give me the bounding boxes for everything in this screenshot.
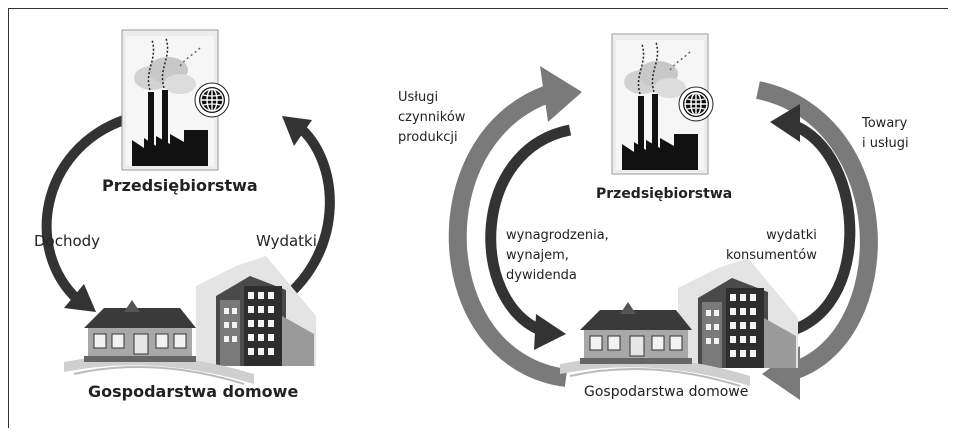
left-firms-label: Przedsiębiorstwa — [102, 176, 258, 195]
left-households-label: Gospodarstwa domowe — [88, 382, 299, 401]
left-flow-wydatki-label: Wydatki — [256, 232, 317, 250]
right-outer-left-label: Usługi czynników produkcji — [398, 90, 466, 145]
buildings-icon — [196, 256, 316, 366]
right-inner-left-label: wynagrodzenia, wynajem, dywidenda — [506, 228, 609, 283]
globe-icon — [194, 82, 230, 118]
right-inner-right-label: wydatki konsumentów — [726, 228, 817, 263]
right-firms-label: Przedsiębiorstwa — [596, 186, 733, 202]
right-inner-arrow-right — [769, 104, 856, 340]
buildings-icon-right — [678, 258, 798, 368]
left-flow-dochody-label: Dochody — [34, 232, 101, 250]
globe-icon-right — [678, 86, 714, 122]
left-arrow-dochody — [41, 115, 126, 312]
left-arrow-wydatki — [278, 116, 335, 304]
right-outer-right-label: Towary i usługi — [862, 116, 909, 151]
right-inner-arrow-left — [485, 124, 572, 350]
diagram-frame — [8, 8, 948, 428]
right-outer-arrow-left — [448, 66, 582, 387]
right-households-label: Gospodarstwa domowe — [584, 384, 749, 400]
